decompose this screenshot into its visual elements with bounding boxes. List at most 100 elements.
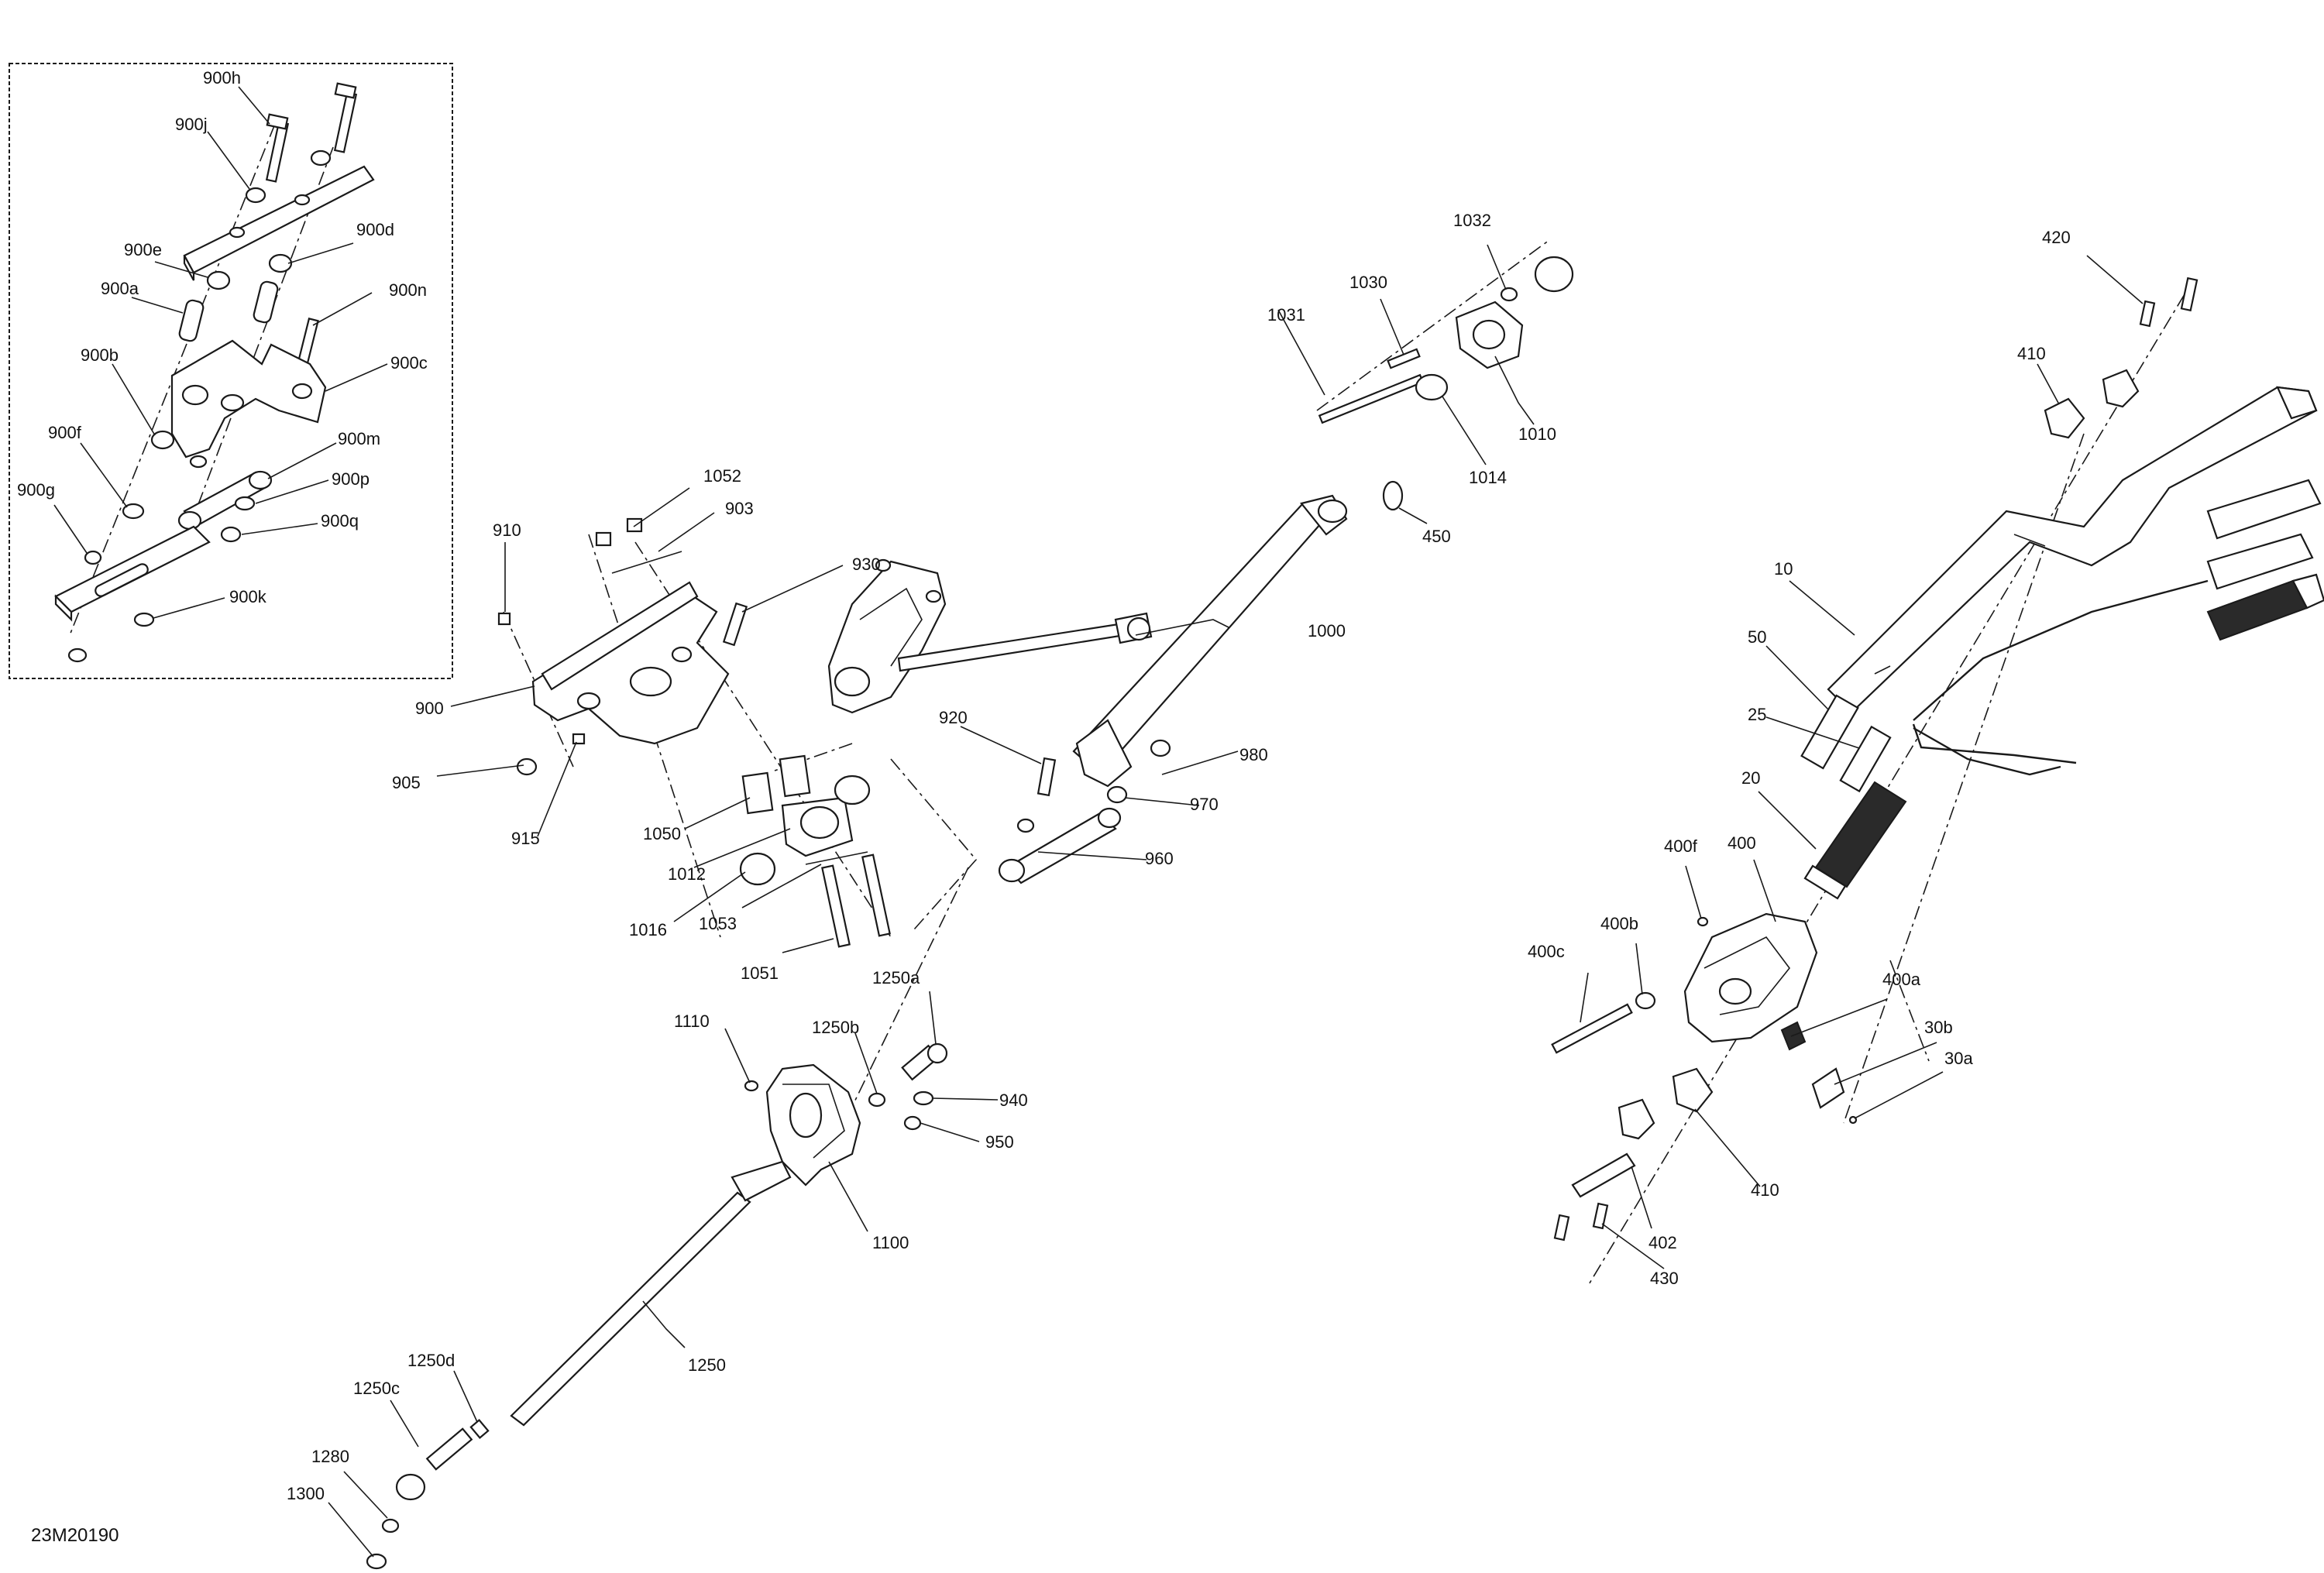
bolt-900h	[265, 113, 290, 183]
bracket-900c	[170, 339, 327, 459]
bolt-1051-2	[861, 853, 891, 937]
callout-1032: 1032	[1453, 211, 1491, 230]
cable-30b	[1811, 1067, 1845, 1109]
assembly-axis-line	[1843, 433, 2085, 1124]
bolt-1031	[1318, 373, 1425, 424]
callout-940: 940	[999, 1090, 1028, 1110]
bolt-930	[722, 602, 748, 647]
callout-1052: 1052	[703, 466, 741, 486]
assembly-axis-line	[1316, 239, 1550, 411]
washer-940	[913, 1090, 934, 1106]
callout-1050: 1050	[643, 824, 681, 843]
ring-1014	[1415, 373, 1449, 401]
washer-900j-2	[310, 149, 332, 167]
callout-900: 900	[415, 699, 444, 718]
callout-900b: 900b	[81, 345, 119, 365]
callout-900e: 900e	[124, 240, 162, 259]
spacer-900a	[178, 299, 205, 342]
tube-50	[1800, 694, 1859, 770]
grip-20	[1814, 781, 1907, 888]
throttle-housing-400	[1683, 912, 1818, 1043]
nut-905	[516, 757, 538, 776]
callout-903: 903	[725, 499, 754, 518]
clamp-410-upper	[2044, 397, 2085, 439]
callout-930: 930	[852, 555, 881, 574]
callout-400a: 400a	[1882, 970, 1921, 989]
callout-10: 10	[1774, 559, 1793, 579]
callout-1016: 1016	[629, 920, 667, 939]
shaft-1250	[510, 1191, 751, 1427]
callout-1100: 1100	[872, 1233, 909, 1252]
callout-400b: 400b	[1600, 914, 1638, 933]
rod-eye-1250c	[395, 1473, 426, 1501]
bolt-900n	[297, 318, 319, 366]
handlebar-10	[1827, 386, 2318, 714]
callout-900f: 900f	[48, 423, 82, 442]
callout-905: 905	[392, 773, 421, 792]
nut-980	[1150, 739, 1171, 757]
assembly-axis-line	[1587, 294, 2185, 1286]
assembly-axis-line	[177, 146, 334, 558]
nut-bottom	[67, 647, 88, 663]
screw-430	[1592, 1202, 1609, 1230]
callout-30a: 30a	[1944, 1049, 1973, 1068]
callout-420: 420	[2042, 228, 2071, 247]
callout-970: 970	[1190, 795, 1219, 814]
bolt-420	[2139, 300, 2156, 328]
callout-900g: 900g	[17, 480, 55, 500]
bushing-1050-2	[779, 754, 811, 798]
callout-910: 910	[493, 520, 521, 540]
spacer-900a-2	[253, 280, 279, 324]
callout-25: 25	[1748, 705, 1766, 724]
callout-1012: 1012	[668, 864, 706, 884]
heater-wires	[1913, 579, 2209, 721]
detail-inset-frame	[9, 63, 453, 679]
bolt-900g	[84, 550, 102, 565]
nut-900q	[220, 526, 242, 543]
callout-1053: 1053	[699, 914, 737, 933]
ring-1250d	[469, 1419, 490, 1439]
callout-1250c: 1250c	[353, 1379, 400, 1398]
callout-900m: 900m	[338, 429, 380, 448]
grip-sleeve	[2206, 479, 2322, 540]
callout-1014: 1014	[1469, 468, 1507, 487]
callout-1110: 1110	[674, 1011, 710, 1031]
washer-900j	[245, 187, 266, 204]
callout-900p: 900p	[332, 469, 370, 489]
callout-410-lower: 410	[1751, 1180, 1779, 1200]
callout-400f: 400f	[1664, 836, 1698, 856]
washer-900p	[234, 496, 256, 511]
insert-25	[1839, 725, 1892, 793]
callout-1030: 1030	[1349, 273, 1387, 292]
callout-1010: 1010	[1518, 424, 1556, 444]
nut-1052	[595, 531, 612, 547]
callout-960: 960	[1145, 849, 1174, 868]
callout-400: 400	[1728, 833, 1756, 853]
callout-900k: 900k	[229, 587, 267, 606]
bolt-900h-2	[333, 82, 358, 153]
callout-450: 450	[1422, 527, 1451, 546]
screw-430-2	[1553, 1214, 1570, 1242]
pin-1053	[805, 851, 868, 865]
clamp-410-lower-2	[1618, 1098, 1655, 1140]
nut-915	[572, 733, 586, 745]
callout-915: 915	[511, 829, 540, 848]
callout-900j: 900j	[175, 115, 208, 134]
nut-900e	[206, 270, 231, 290]
callout-950: 950	[985, 1132, 1014, 1152]
rod-end-1250c	[425, 1427, 473, 1471]
callout-1250a: 1250a	[872, 968, 920, 987]
callout-1300: 1300	[287, 1484, 325, 1503]
nut-1032	[1500, 287, 1518, 302]
callout-980: 980	[1239, 745, 1268, 764]
clamp-410-lower	[1672, 1067, 1714, 1113]
grip-heated	[2206, 579, 2309, 641]
callout-1250d: 1250d	[407, 1351, 455, 1370]
washer-left	[189, 455, 208, 469]
callout-1280: 1280	[311, 1447, 349, 1466]
bolt-1051	[821, 864, 851, 948]
bolt-400c	[1551, 1003, 1633, 1054]
pin-903	[611, 551, 682, 574]
ring-1250b	[868, 1092, 886, 1108]
